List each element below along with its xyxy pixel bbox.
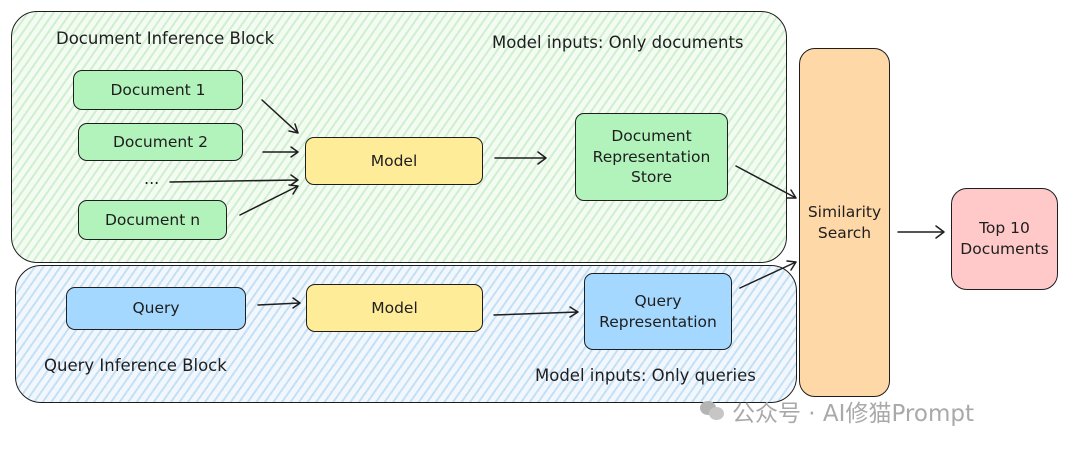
document-2-box: Document 2 xyxy=(78,123,243,161)
query-box: Query xyxy=(66,287,246,330)
arrow-similarity-to-result xyxy=(897,225,945,239)
arrow-model-to-store xyxy=(494,151,547,165)
query-model-box: Model xyxy=(306,284,483,332)
top-10-documents-box: Top 10 Documents xyxy=(951,188,1058,290)
arrow-query-model-to-representation xyxy=(493,306,579,318)
document-model-box: Model xyxy=(305,137,483,185)
document-n-box: Document n xyxy=(78,200,227,240)
query-block-title: Query Inference Block xyxy=(44,356,227,375)
document-1-box: Document 1 xyxy=(73,70,243,110)
arrow-query-to-model xyxy=(257,297,301,309)
document-representation-store-box: Document Representation Store xyxy=(575,113,728,201)
wechat-icon xyxy=(700,401,724,421)
arrow-document-n-to-model xyxy=(239,184,299,216)
document-block-title: Document Inference Block xyxy=(56,29,275,48)
similarity-search-box: Similarity Search xyxy=(799,48,890,397)
query-representation-box: Query Representation xyxy=(584,273,732,350)
watermark-text: 公众号 · AI修猫Prompt xyxy=(732,401,974,427)
arrow-store-to-similarity xyxy=(735,165,797,199)
arrow-ellipsis-to-model xyxy=(169,174,299,186)
arrow-representation-to-similarity xyxy=(739,260,797,289)
query-block-note: Model inputs: Only queries xyxy=(535,366,756,385)
arrow-document-2-to-model xyxy=(262,146,299,158)
arrow-document-1-to-model xyxy=(261,99,299,134)
documents-ellipsis: ... xyxy=(144,169,160,188)
watermark: 公众号 · AI修猫Prompt xyxy=(700,394,974,428)
document-block-note: Model inputs: Only documents xyxy=(492,33,744,52)
